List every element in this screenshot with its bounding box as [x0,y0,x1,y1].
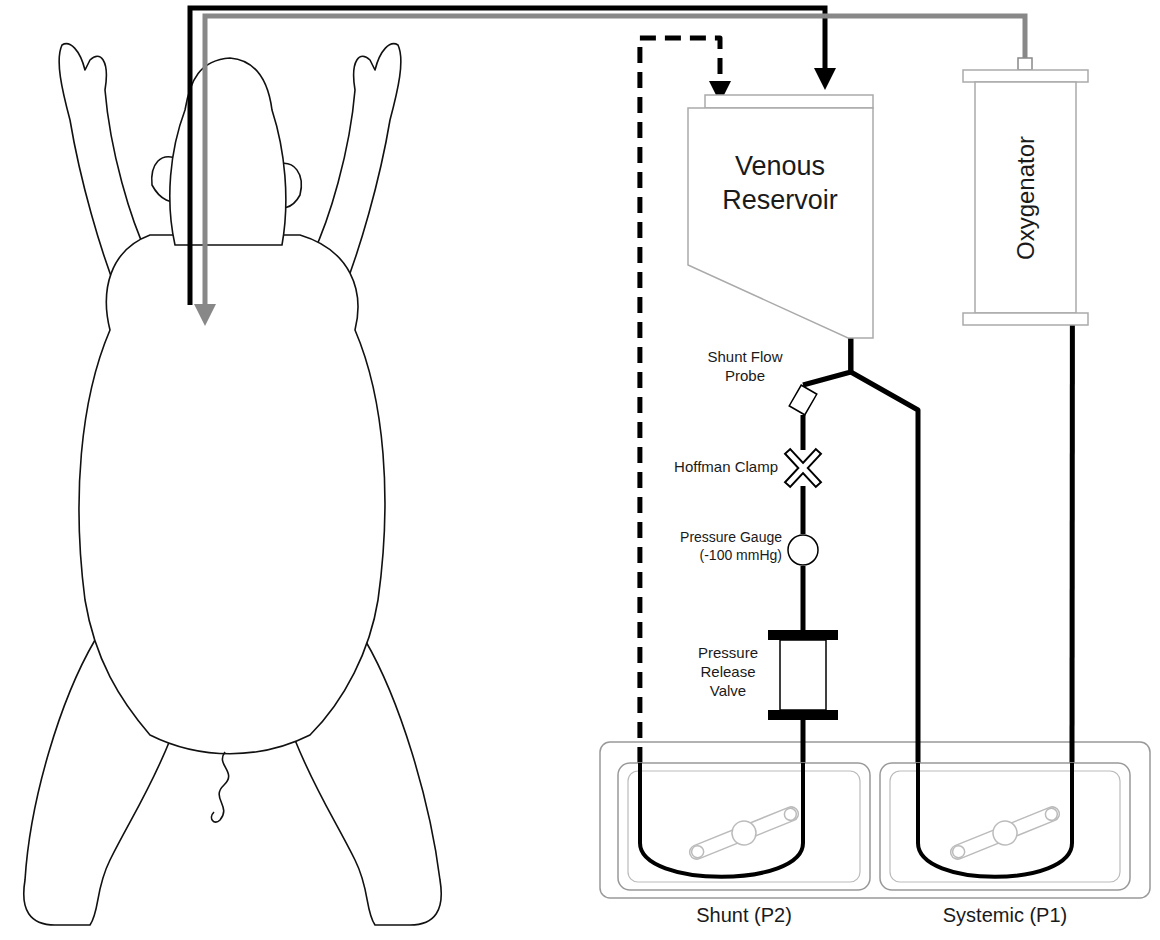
node-label: Oxygenator [1011,135,1041,259]
release-valve-shape [768,630,838,720]
pressure-gauge-shape [787,534,819,566]
pump-rotor [947,800,1064,866]
clamp-symbol-fill [790,454,816,482]
tubing-line [801,486,806,534]
pump-tubing [640,763,803,877]
tubing-line [803,338,851,385]
pump-frame [618,763,870,890]
roller-pump: Shunt (P2) [618,763,870,929]
pump-rotor [686,800,803,866]
valve-flange [768,710,838,720]
pig-head [170,58,286,245]
roller-pump-shape [880,763,1130,890]
gauge-symbol [788,535,818,565]
venous-reservoir-outline [688,95,873,338]
tubing-line [1070,325,1075,763]
node-label: Pressure Gauge (-100 mmHg) [660,529,782,564]
pig-tail [212,752,229,822]
pig-body [79,235,385,754]
tubing-line [851,338,918,763]
hoffman-clamp-outline [786,450,820,486]
pressure-gauge-outline [787,534,819,566]
oxygenator-fitting [1018,58,1032,70]
release-valve: Pressure Release Valve [690,628,840,722]
pump-inner-frame [890,771,1120,882]
hoffman-clamp: Hoffman Clamp [630,450,820,486]
roller-pump-outline [618,763,870,890]
release-valve-outline [768,630,838,720]
flow-probe-symbol [789,385,817,415]
valve-flange [768,630,838,640]
tubing-line [801,720,806,763]
reservoir-body [688,108,873,338]
flow-probe-outline [793,385,813,415]
roller-pump-shape [618,763,870,890]
clamp-symbol [790,454,816,482]
venous-reservoir-shape [688,95,873,338]
pressure-gauge: Pressure Gauge (-100 mmHg) [660,526,820,574]
pump-tubing [918,763,1072,877]
oxygenator: Oxygenator [963,70,1088,325]
oxygenator-body [975,82,1076,313]
pump-frame [880,763,1130,890]
arterial-line [205,16,1025,318]
node-label: Venous Reservoir [705,150,855,218]
valve-body [780,640,826,710]
pump-housing [600,742,1150,898]
venous-reservoir: Venous Reservoir [688,95,873,338]
roller-pump: Systemic (P1) [880,763,1130,929]
roller-pump-outline [880,763,1130,890]
oxygenator-cap [963,313,1088,325]
node-label: Shunt (P2) [618,903,870,928]
pig-outline [24,44,442,925]
tubing-line [801,415,806,450]
reservoir-lid [705,95,873,108]
flow-probe-shape [793,385,813,415]
node-label: Hoffman Clamp [630,458,778,477]
node-label: Systemic (P1) [880,903,1130,928]
tubing-line [801,566,806,630]
hoffman-clamp-shape [786,450,820,486]
node-label: Pressure Release Valve [690,644,766,700]
flow-probe: Shunt Flow Probe [700,348,825,420]
oxygenator-cap [963,70,1088,82]
node-label: Shunt Flow Probe [700,348,790,386]
